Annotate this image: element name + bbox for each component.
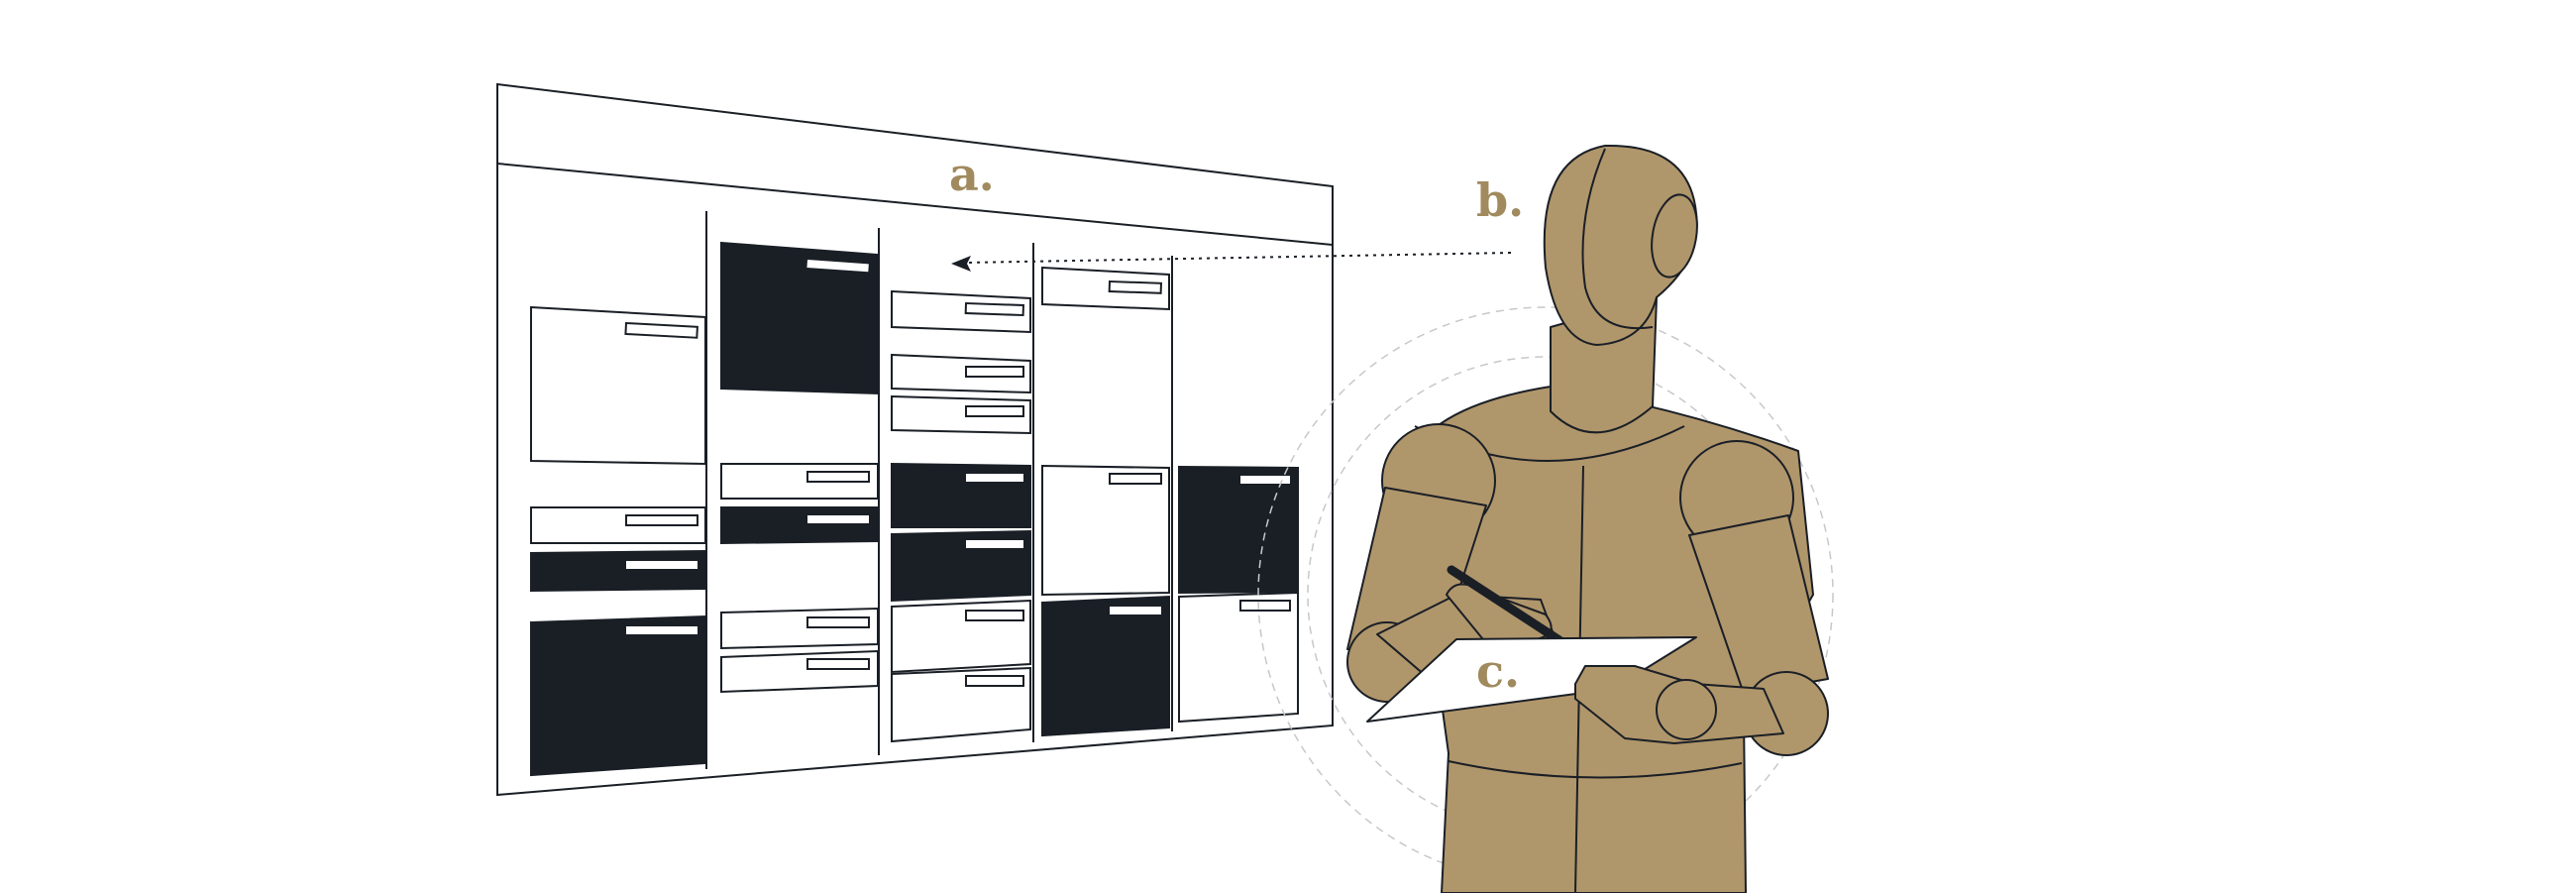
card-tag — [965, 610, 1024, 621]
card-dark — [530, 549, 706, 593]
card — [1041, 464, 1170, 597]
card-tag — [625, 514, 698, 526]
pen-icon — [1447, 565, 1570, 649]
wooden-mannequin — [1346, 144, 1829, 893]
ear — [1651, 193, 1698, 279]
card-tag — [806, 471, 870, 483]
label-c: c. — [1476, 644, 1520, 698]
card-tag — [626, 561, 698, 569]
card-tag — [1110, 607, 1161, 614]
card-tag — [965, 675, 1024, 687]
clipboard — [1366, 636, 1697, 723]
card-tag — [1240, 476, 1290, 484]
card-dark — [530, 614, 706, 777]
head-seam — [1581, 148, 1654, 330]
card-tag — [966, 474, 1023, 482]
card — [891, 353, 1031, 394]
sight-line — [951, 252, 1512, 272]
card-dark — [1041, 595, 1170, 737]
card-tag — [966, 540, 1023, 548]
arrow-head-icon — [951, 256, 971, 272]
card-dark — [891, 529, 1031, 603]
card — [530, 305, 706, 466]
kanban-board — [496, 82, 1334, 797]
label-a: a. — [949, 148, 995, 201]
right-upper-arm — [1688, 514, 1829, 695]
card-tag — [806, 658, 870, 670]
label-b: b. — [1476, 173, 1524, 227]
card-tag — [806, 616, 870, 628]
card-tag — [626, 626, 698, 634]
card-tag — [1239, 600, 1291, 612]
right-wrist-joint — [1656, 679, 1717, 740]
card-tag — [964, 301, 1024, 317]
card — [1178, 591, 1299, 724]
card-tag — [965, 366, 1024, 378]
card — [720, 649, 879, 694]
card — [1041, 266, 1170, 311]
card-tag — [807, 515, 869, 523]
card-tag — [1109, 473, 1162, 485]
card-tag — [806, 260, 869, 273]
card-tag — [1108, 279, 1163, 294]
card-dark — [891, 462, 1031, 528]
card — [891, 289, 1031, 334]
waist-line — [1448, 760, 1743, 779]
card-tag — [624, 321, 698, 339]
card-tag — [965, 405, 1024, 417]
card-dark — [720, 241, 879, 395]
board-header-divider — [496, 163, 1334, 246]
card-dark — [720, 506, 879, 545]
